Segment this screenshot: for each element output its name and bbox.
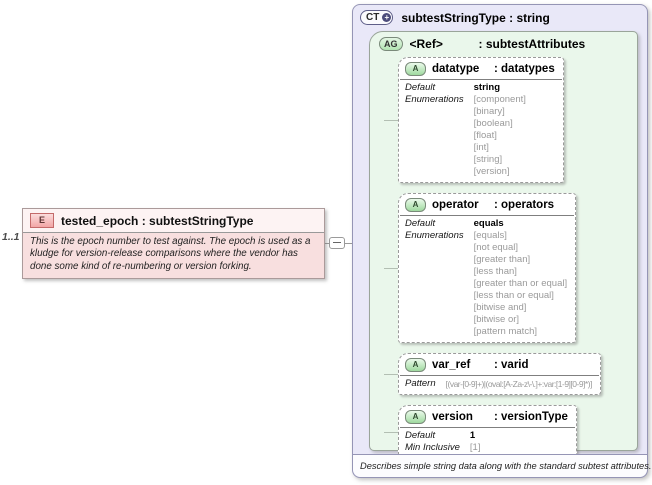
facet-label-default: Default xyxy=(405,218,436,229)
element-header[interactable]: E tested_epoch : subtestStringType xyxy=(23,209,324,233)
attribute-group-icon: AG xyxy=(379,37,403,51)
facet-label-default: Default xyxy=(405,82,436,93)
facet-table: Default string Enumerations [component][… xyxy=(405,82,555,178)
complex-type-footer-note: Describes simple string data along with … xyxy=(353,454,651,477)
enum-value: [greater than or equal] xyxy=(473,278,568,289)
complex-type-title: subtestStringType : string xyxy=(401,10,550,25)
attribute-name: operator xyxy=(432,199,479,211)
element-box-tested-epoch[interactable]: E tested_epoch : subtestStringType This … xyxy=(22,208,325,279)
facet-label-default: Default xyxy=(405,430,436,441)
enum-value: [component] xyxy=(473,94,526,105)
divider xyxy=(400,215,575,216)
attribute-icon: A xyxy=(405,358,426,372)
attribute-icon: A xyxy=(405,410,426,424)
enum-value: [bitwise and] xyxy=(473,302,527,313)
enum-value: [boolean] xyxy=(473,118,513,129)
enum-value: [binary] xyxy=(473,106,505,117)
attribute-group-type: : subtestAttributes xyxy=(478,37,586,51)
complex-type-header[interactable]: CT + subtestStringType : string xyxy=(353,5,647,28)
facet-value-min-inclusive: [1] xyxy=(469,442,481,453)
enumeration-list: [component][binary][boolean][float][int]… xyxy=(474,94,555,178)
connector-line xyxy=(325,243,368,244)
facet-label-pattern: Pattern xyxy=(405,378,436,389)
enum-value: [less than] xyxy=(473,266,517,277)
facet-value-default: equals xyxy=(473,218,504,229)
facet-label-min-inclusive: Min Inclusive xyxy=(405,442,460,453)
enum-value: [string] xyxy=(473,154,503,165)
facet-label-enumerations: Enumerations xyxy=(405,230,464,241)
attribute-group-header[interactable]: AG <Ref> : subtestAttributes xyxy=(370,32,637,53)
attribute-group-box: AG <Ref> : subtestAttributes A datatype … xyxy=(369,31,638,459)
attribute-group-name: <Ref> xyxy=(409,37,443,51)
minus-icon xyxy=(333,242,341,243)
enum-value: [int] xyxy=(473,142,489,153)
enum-value: [pattern match] xyxy=(473,326,537,337)
attribute-box-var-ref[interactable]: A var_ref : varid Pattern [(var-[0-9]+)|… xyxy=(384,353,601,395)
facet-table: Default equals Enumerations [equals][not… xyxy=(405,218,567,338)
facet-value-default: string xyxy=(473,82,501,93)
attribute-name: version xyxy=(432,411,473,423)
facet-table: Default 1 Min Inclusive [1] xyxy=(405,430,568,454)
attribute-type: : operators xyxy=(494,199,555,211)
divider xyxy=(400,79,562,80)
enum-value: [greater than] xyxy=(473,254,531,265)
facet-value-default: 1 xyxy=(469,430,476,441)
attribute-icon: A xyxy=(405,198,426,212)
enum-value: [version] xyxy=(473,166,510,177)
enum-value: [not equal] xyxy=(473,242,518,253)
attribute-name: datatype xyxy=(432,63,480,75)
facet-table: Pattern [(var-[0-9]+)|(oval:[A-Za-z\-\.]… xyxy=(405,378,592,390)
element-icon: E xyxy=(30,213,54,228)
enum-value: [equals] xyxy=(473,230,507,241)
enumeration-list: [equals][not equal][greater than][less t… xyxy=(474,230,567,338)
attribute-type: : versionType xyxy=(494,411,568,423)
enum-value: [less than or equal] xyxy=(473,290,554,301)
attribute-type: : varid xyxy=(494,359,529,371)
attribute-header: A var_ref : varid xyxy=(405,357,592,374)
attribute-name: var_ref xyxy=(432,359,471,371)
attribute-box-version[interactable]: A version : versionType Default 1 Min In… xyxy=(384,405,577,459)
element-title: tested_epoch : subtestStringType xyxy=(61,213,254,228)
attribute-header: A version : versionType xyxy=(405,409,568,426)
divider xyxy=(400,427,575,428)
attribute-header: A datatype : datatypes xyxy=(405,61,555,78)
complex-type-icon[interactable]: CT + xyxy=(360,10,394,25)
attribute-icon: A xyxy=(405,62,426,76)
complex-type-box: CT + subtestStringType : string AG <Ref>… xyxy=(352,4,651,478)
complex-type-icon-label: CT xyxy=(366,12,380,23)
attribute-header: A operator : operators xyxy=(405,197,567,214)
divider xyxy=(400,375,599,376)
enum-value: [float] xyxy=(473,130,497,141)
attribute-box-datatype[interactable]: A datatype : datatypes Default string En… xyxy=(384,57,564,183)
attribute-box-operator[interactable]: A operator : operators Default equals En… xyxy=(383,193,577,343)
expand-plus-icon[interactable]: + xyxy=(382,13,392,22)
facet-value-pattern: [(var-[0-9]+)|(oval:[A-Za-z\-\.]+:var:[1… xyxy=(445,379,593,389)
attribute-type: : datatypes xyxy=(494,63,555,75)
collapse-toggle[interactable] xyxy=(329,237,345,249)
facet-label-enumerations: Enumerations xyxy=(405,94,464,105)
cardinality-label: 1..1 xyxy=(2,231,20,243)
attribute-list: A datatype : datatypes Default string En… xyxy=(383,57,637,459)
enum-value: [bitwise or] xyxy=(473,314,520,325)
element-annotation: This is the epoch number to test against… xyxy=(30,236,311,272)
